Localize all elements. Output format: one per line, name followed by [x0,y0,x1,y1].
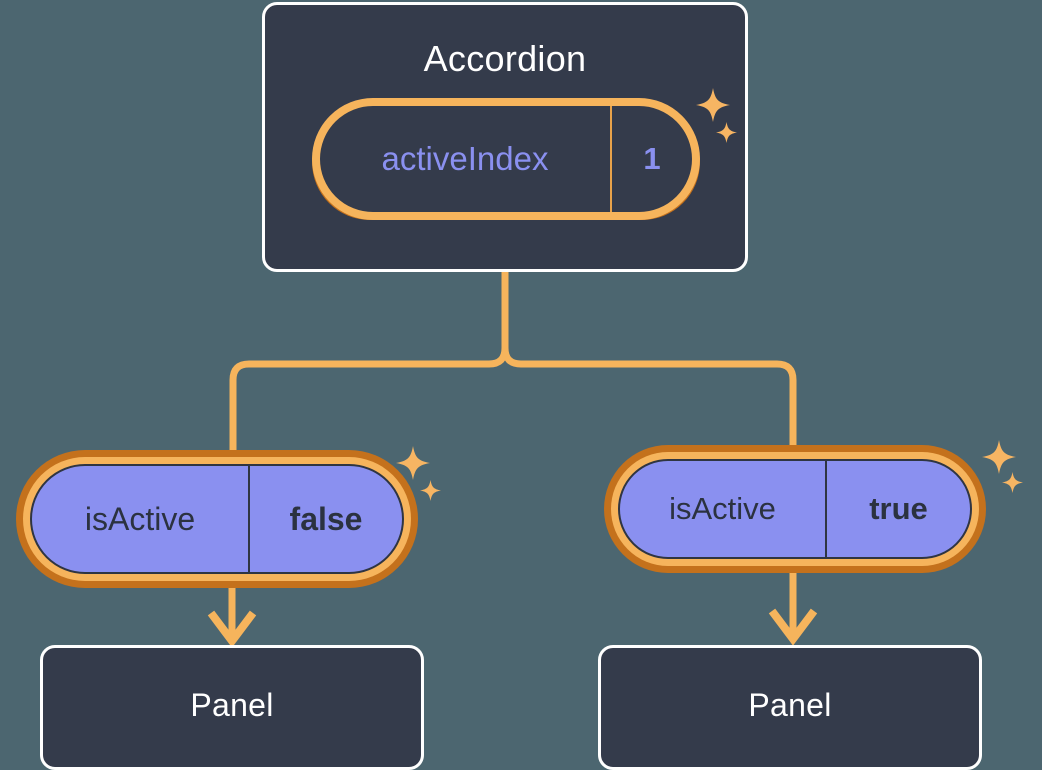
state-pill-active-index[interactable]: activeIndex 1 [312,98,700,220]
pill-value-label: 1 [643,141,661,176]
panel-title: Panel [190,687,274,723]
pill-key-label: activeIndex [381,140,549,177]
pill-key-label: isActive [84,500,196,537]
panel-card-right: Panel [598,645,982,770]
sparkle-icon [420,480,441,501]
pill-divider [248,466,250,572]
pill-body: activeIndex 1 [312,98,700,220]
prop-pill-is-active-false[interactable]: isActive false [16,450,418,588]
pill-value-label: true [869,491,928,526]
prop-pill-is-active-true[interactable]: isActive true [604,445,986,573]
sparkle-icon [982,440,1016,474]
pill-divider [825,461,827,557]
pill-body: isActive true [618,459,972,559]
pill-value-label: false [289,500,363,537]
accordion-title: Accordion [423,38,587,79]
sparkle-icon [1002,472,1023,493]
panel-title: Panel [748,687,832,723]
pill-divider [610,106,612,212]
pill-key-label: isActive [669,491,776,526]
panel-card-left: Panel [40,645,424,770]
pill-body: isActive false [30,464,404,574]
